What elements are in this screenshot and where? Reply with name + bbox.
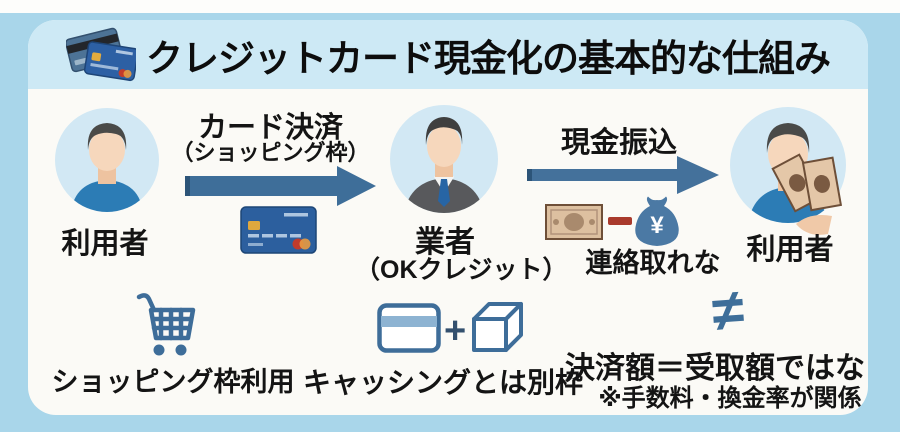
credit-cards-icon	[66, 27, 136, 82]
user-left-avatar	[55, 108, 159, 212]
cash-transfer-label: 現金振込	[560, 127, 677, 159]
dealer-avatar	[390, 105, 498, 213]
arrow-right-icon	[185, 166, 376, 206]
cashing-note-label: キャッシングとは別枠	[302, 367, 583, 398]
credit-card-icon	[240, 206, 317, 254]
card-payment-label: カード決済	[197, 112, 343, 144]
yen-symbol: ¥	[650, 212, 664, 239]
amount-note-label: 決済額＝受取額ではない	[565, 352, 868, 385]
header: クレジットカード現金化の基本的な仕組み	[28, 20, 868, 89]
banknote-icon	[545, 204, 603, 240]
amount-note-sublabel: ※手数料・換金率が関係	[598, 385, 862, 412]
user-right-label: 利用者	[746, 234, 834, 266]
page-title: クレジットカード現金化の基本的な仕組み	[146, 37, 831, 79]
arrow-right-icon	[527, 156, 719, 194]
plus-sign: +	[444, 310, 467, 352]
box-icon	[472, 302, 523, 352]
top-white-strip	[0, 0, 900, 13]
dealer-sublabel: （OKクレジット）	[355, 256, 568, 284]
money-bag-icon: ¥	[635, 196, 679, 246]
minus-dash-icon	[608, 217, 632, 225]
card-outline-icon	[377, 303, 441, 353]
contact-caption: 連絡取れな	[585, 248, 721, 278]
shopping-cart-icon	[136, 293, 196, 356]
not-equal-symbol: ≠	[709, 276, 747, 345]
main-panel: クレジットカード現金化の基本的な仕組み 利用者 カード決済 （ショッピング枠）	[28, 20, 868, 415]
money-fan-icon	[771, 153, 843, 235]
dealer-label: 業者	[415, 226, 475, 259]
card-payment-sublabel: （ショッピング枠）	[171, 140, 370, 165]
shopping-note-label: ショッピング枠利用	[51, 367, 295, 397]
user-left-label: 利用者	[61, 228, 149, 260]
